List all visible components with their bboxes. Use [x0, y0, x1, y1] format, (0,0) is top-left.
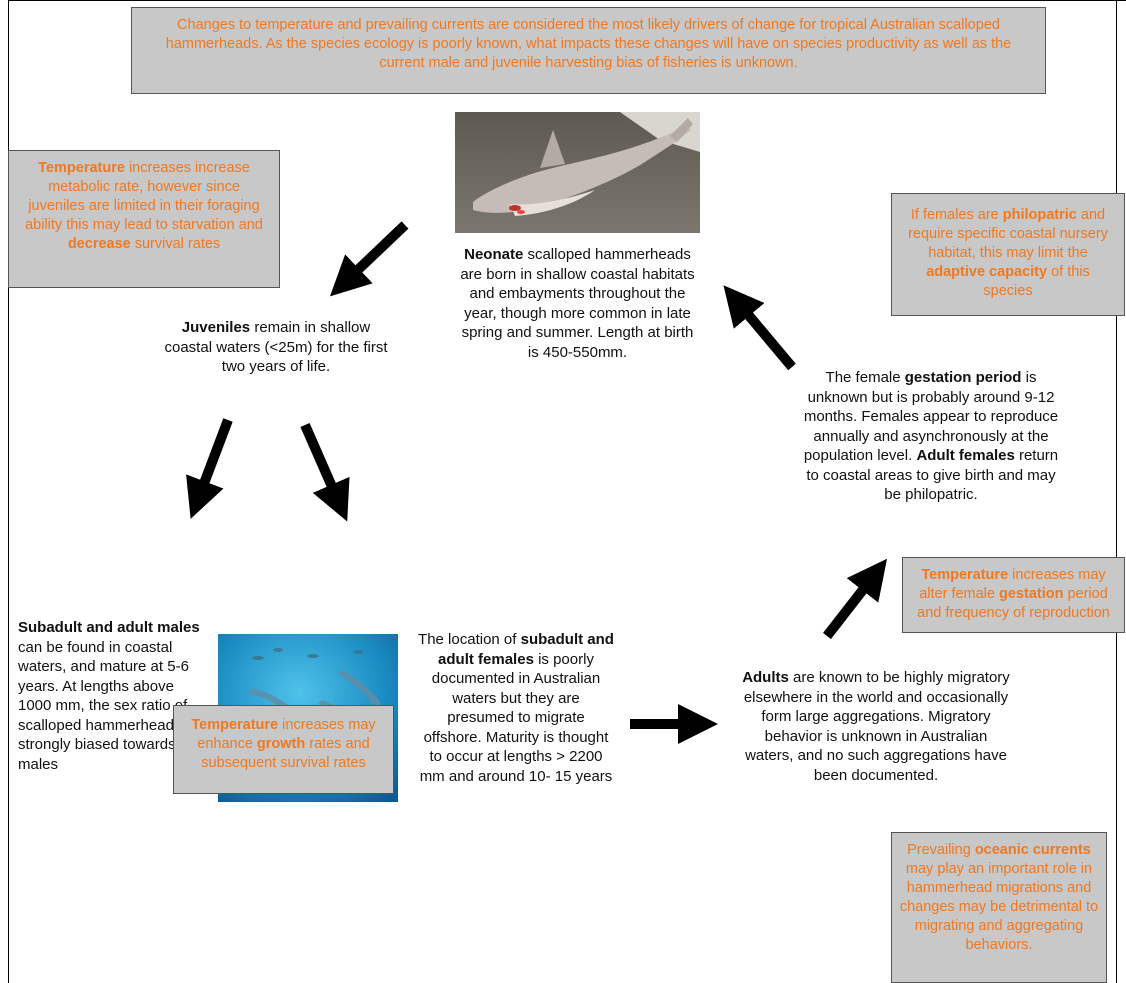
neonate-description: Neonate scalloped hammerheads are born i…	[455, 245, 700, 362]
neonate-text: scalloped hammerheads are born in shallo…	[460, 246, 695, 361]
males-description: Subadult and adult males can be found in…	[18, 618, 210, 774]
philopatric-text-3: of this species	[983, 264, 1090, 299]
gestation-description: The female gestation period is unknown b…	[800, 368, 1062, 505]
oceanic-currents-box: Prevailing oceanic currents may play an …	[891, 832, 1107, 983]
females-description: The location of subadult and adult femal…	[418, 630, 614, 786]
arrow-juveniles-to-females	[300, 422, 350, 522]
gestation-text-3: return to coastal areas to give birth an…	[806, 447, 1059, 503]
adults-keyword: Adults	[742, 669, 789, 686]
growth-temp-text-2: rates and subsequent survival rates	[201, 736, 370, 771]
gestation-temp-text-1: increases may alter female	[919, 567, 1106, 602]
arrow-juveniles-to-males	[186, 418, 233, 519]
neonate-shark-photo	[455, 112, 700, 233]
adult-females-keyword: Adult females	[916, 447, 1015, 464]
juvenile-temp-text-1: increases increase metabolic rate, howev…	[25, 160, 263, 233]
currents-keyword: oceanic currents	[974, 842, 1091, 858]
juveniles-keyword: Juveniles	[181, 319, 251, 336]
growth-temp-keyword: Temperature	[191, 717, 279, 733]
adults-text: are known to be highly migratory elsewhe…	[743, 669, 1010, 784]
juvenile-temp-keyword: Temperature	[38, 160, 125, 176]
gestation-text-2: is unknown but is probably around 9-12 m…	[803, 369, 1059, 464]
females-keyword: subadult and adult females	[438, 631, 614, 668]
gestation-temp-keyword-2: gestation	[999, 586, 1064, 602]
neonate-keyword: Neonate	[464, 246, 524, 263]
juvenile-temp-keyword-2: decrease	[67, 236, 131, 252]
gestation-temp-text-2: period and frequency of reproduction	[917, 586, 1110, 621]
arrow-adults-to-gestation	[823, 558, 888, 640]
gestation-temp-keyword: Temperature	[921, 567, 1009, 583]
currents-text-1: Prevailing	[907, 842, 975, 858]
males-keyword: Subadult and adult males	[18, 619, 200, 636]
philopatric-text-2: and require specific coastal nursery hab…	[908, 207, 1108, 261]
adults-description: Adults are known to be highly migratory …	[742, 668, 1010, 785]
growth-temp-keyword-2: growth	[256, 736, 306, 752]
page-border-left	[8, 0, 9, 983]
juveniles-description: Juveniles remain in shallow coastal wate…	[160, 318, 392, 377]
gestation-keyword: gestation period	[904, 369, 1022, 386]
growth-temp-text-1: increases may enhance	[197, 717, 376, 752]
currents-text-2: may play an important role in hammerhead…	[899, 861, 1099, 953]
juveniles-text: remain in shallow coastal waters (<25m) …	[164, 319, 388, 375]
adaptive-capacity-keyword: adaptive capacity	[926, 264, 1048, 280]
gestation-text-1: The female	[825, 369, 905, 386]
juvenile-temp-text-2: survival rates	[130, 236, 221, 252]
arrow-neonate-to-juveniles	[329, 221, 409, 297]
header-climate-drivers-box: Changes to temperature and prevailing cu…	[131, 7, 1046, 94]
arrow-gestation-to-neonate	[723, 285, 796, 371]
males-text: can be found in coastal waters, and matu…	[18, 638, 197, 773]
header-text: Changes to temperature and prevailing cu…	[165, 17, 1012, 71]
growth-temperature-box: Temperature increases may enhance growth…	[173, 705, 394, 794]
philopatric-keyword: philopatric	[1002, 207, 1077, 223]
females-text-1: The location of	[418, 631, 521, 648]
juvenile-temperature-box: Temperature increases increase metabolic…	[8, 150, 280, 288]
page-border-right	[1116, 0, 1117, 983]
females-text-2: is poorly documented in Australian water…	[419, 650, 613, 785]
page-border-top	[8, 0, 1126, 1]
gestation-temperature-box: Temperature increases may alter female g…	[902, 557, 1125, 633]
philopatric-text-1: If females are	[910, 207, 1003, 223]
philopatric-adaptive-capacity-box: If females are philopatric and require s…	[891, 193, 1125, 316]
